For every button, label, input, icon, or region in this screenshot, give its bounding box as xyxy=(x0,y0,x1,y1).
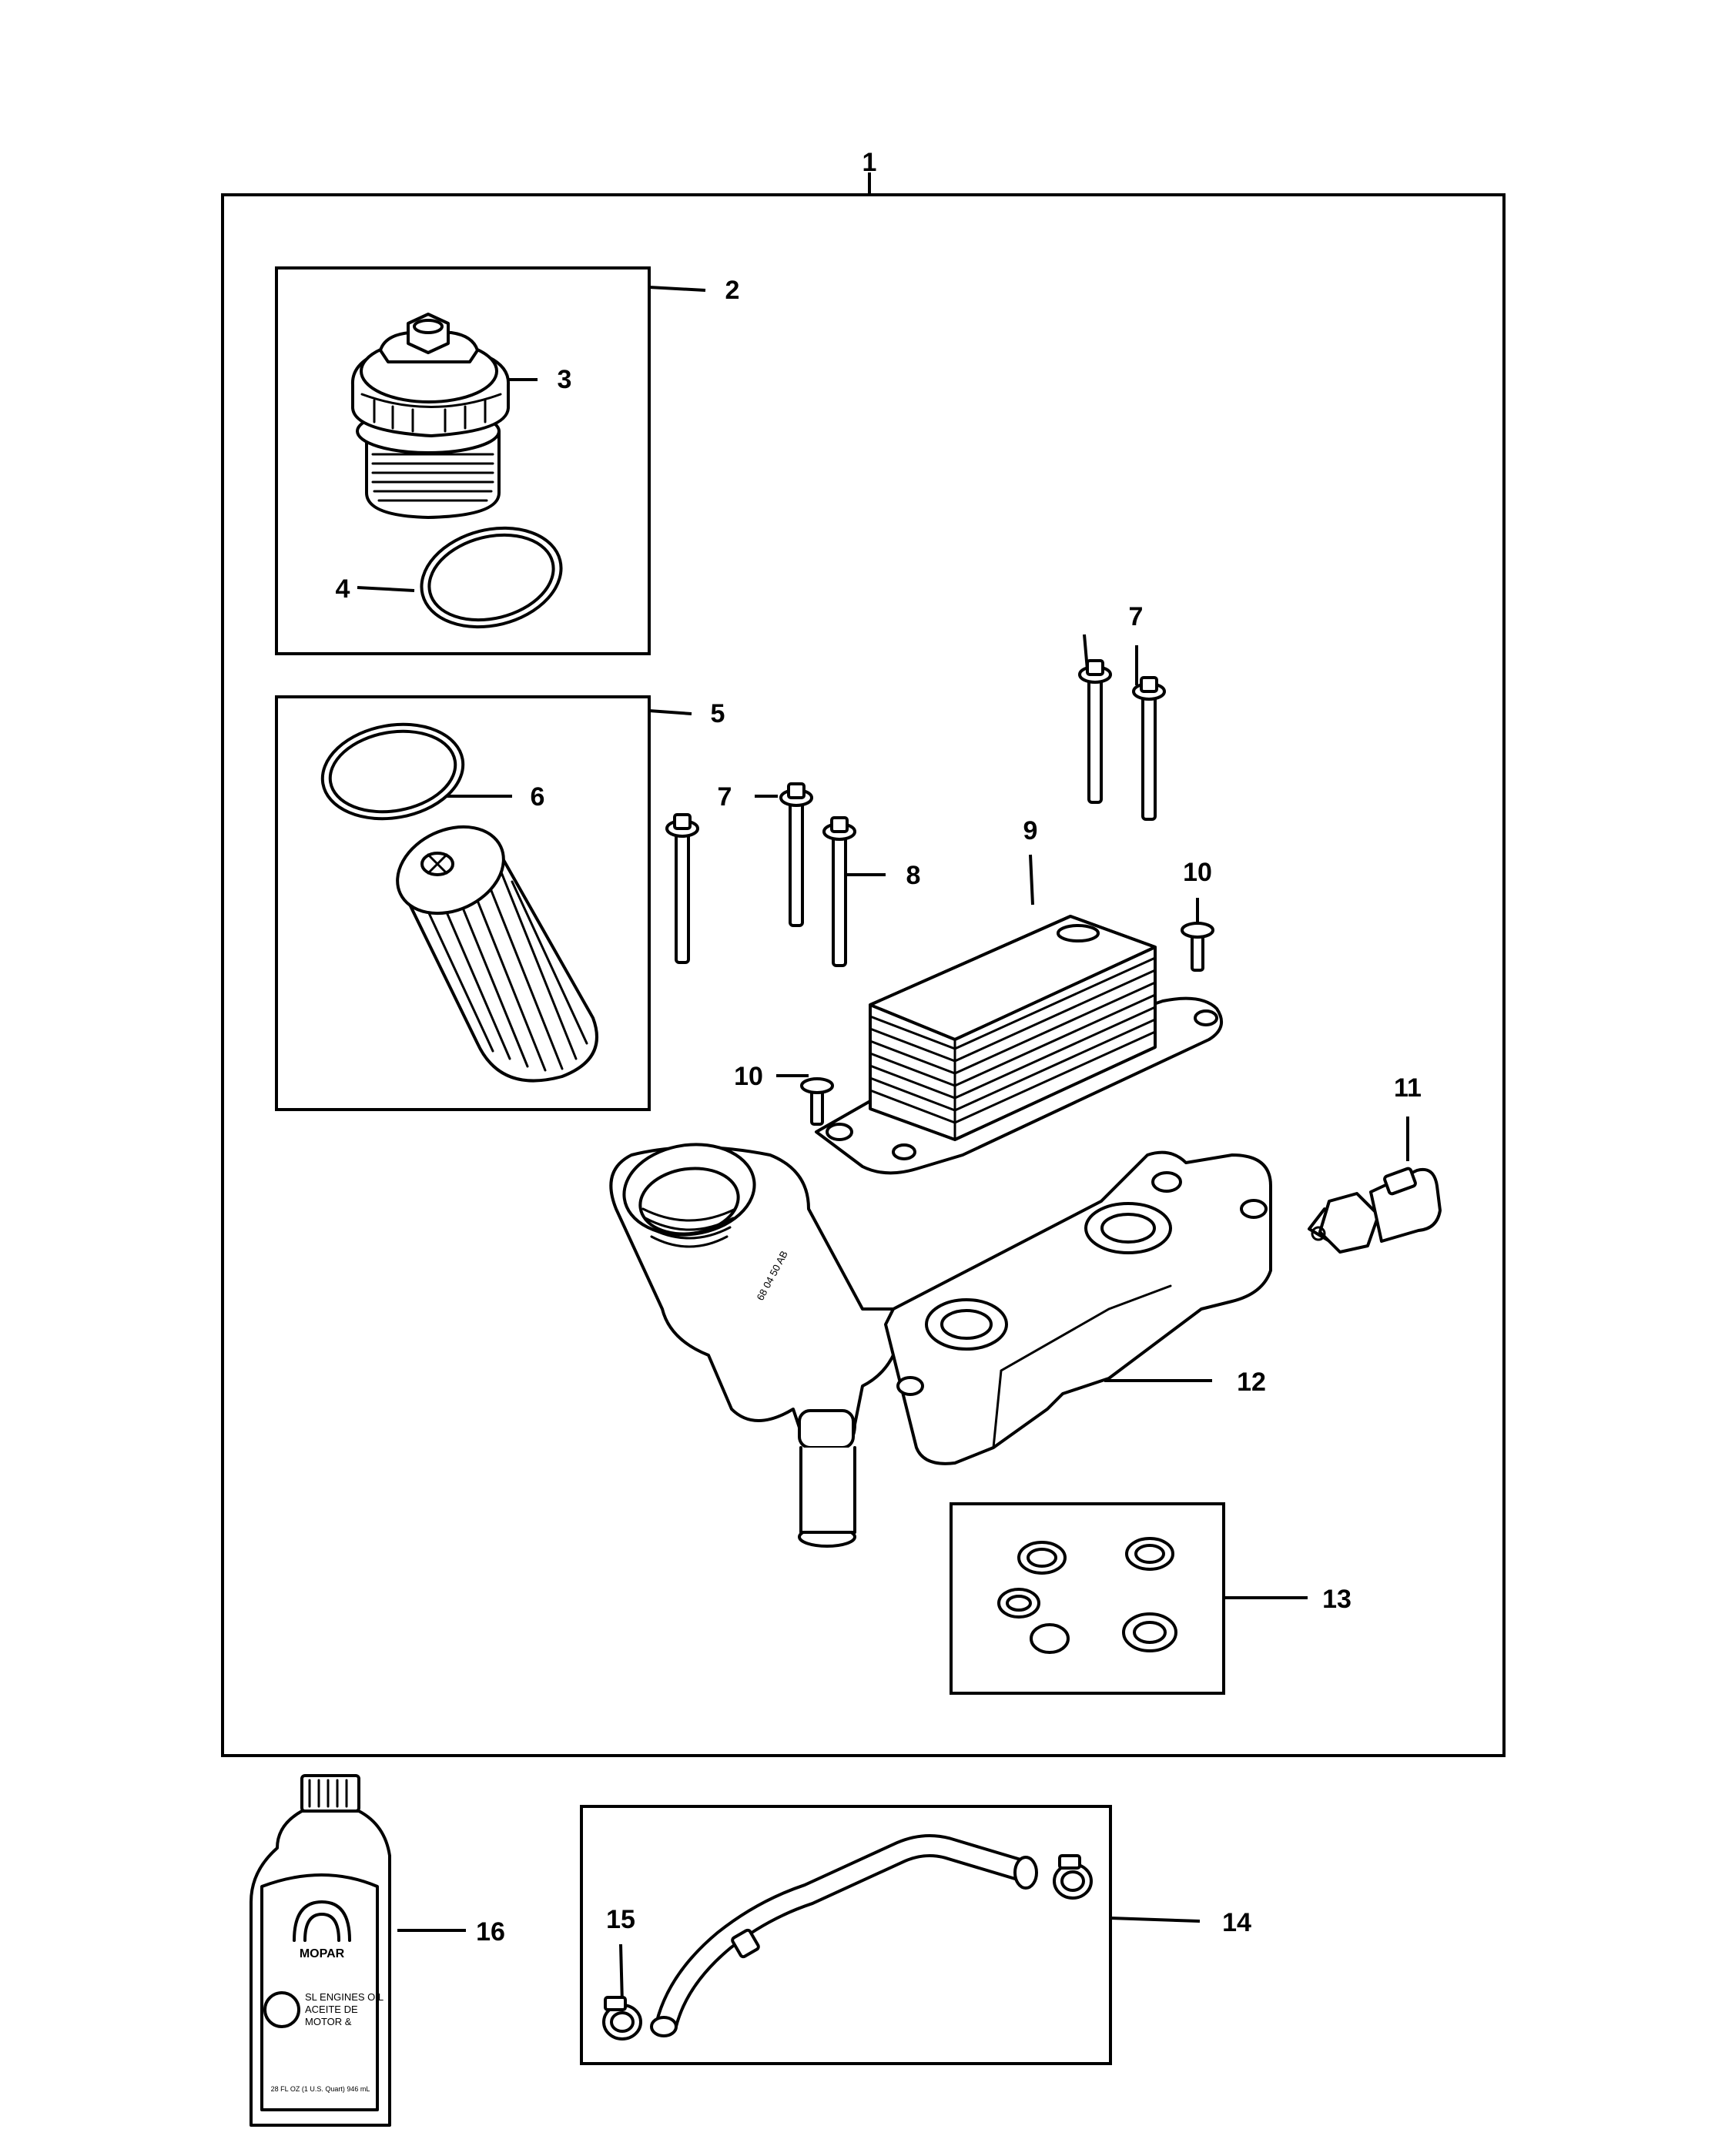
callout-4: 4 xyxy=(336,574,350,604)
screw-10-right xyxy=(1181,922,1214,972)
callout-labels: 1 2 3 4 5 6 7 7 8 9 10 10 11 12 13 14 15… xyxy=(336,148,1422,1947)
filter-housing: 68 04 50 AB xyxy=(609,1143,1272,1548)
bottle-line-1: SL ENGINES OIL xyxy=(305,1991,384,2003)
oil-cooler xyxy=(815,915,1224,1175)
screw-10-left xyxy=(800,1077,834,1126)
callout-11: 11 xyxy=(1394,1073,1422,1103)
seal-kit-frame xyxy=(950,1502,1225,1695)
callout-1: 1 xyxy=(862,148,877,177)
assembly-frame xyxy=(221,193,1506,1757)
oil-pressure-sensor xyxy=(1308,1167,1442,1254)
bolt-a xyxy=(665,813,699,964)
bolt-c xyxy=(822,816,856,967)
bolt-b xyxy=(779,782,813,927)
cap-kit-frame xyxy=(275,266,651,655)
callout-6: 6 xyxy=(531,782,545,812)
filter-kit-frame xyxy=(275,695,651,1111)
bottle-line-2: ACEITE DE xyxy=(305,2004,358,2015)
bolt-e xyxy=(1132,676,1166,821)
callout-14: 14 xyxy=(1222,1908,1251,1937)
cap-o-ring xyxy=(420,526,563,629)
callout-12: 12 xyxy=(1237,1368,1266,1397)
bottle-line-3: MOTOR & xyxy=(305,2016,352,2027)
callout-10-left: 10 xyxy=(734,1062,763,1091)
hose-clamp-right xyxy=(1053,1854,1093,1900)
leader-lines xyxy=(357,172,1409,2004)
callout-15: 15 xyxy=(606,1905,635,1934)
bolt-d xyxy=(1078,659,1112,804)
callout-8: 8 xyxy=(906,861,921,890)
callout-13: 13 xyxy=(1322,1585,1352,1614)
oil-bottle: MOPAR SL ENGINES OIL ACEITE DE MOTOR & 2… xyxy=(250,1774,391,2127)
callout-16: 16 xyxy=(476,1917,505,1947)
callout-9: 9 xyxy=(1023,816,1038,845)
callout-5: 5 xyxy=(711,699,725,728)
bolts xyxy=(665,659,1214,1126)
filter-cap xyxy=(350,313,511,519)
callout-7-mid: 7 xyxy=(718,782,732,812)
callout-7-top: 7 xyxy=(1129,602,1144,631)
bottle-brand: MOPAR xyxy=(300,1947,345,1960)
callout-2: 2 xyxy=(725,276,740,305)
filter-element xyxy=(320,722,598,1083)
hose-kit-frame xyxy=(580,1805,1112,2065)
hose-clamp-left xyxy=(602,1996,642,2040)
bottle-volume: 28 FL OZ (1 U.S. Quart) 946 mL xyxy=(271,2085,370,2093)
coolant-hose xyxy=(602,1833,1093,2040)
callout-10-right: 10 xyxy=(1183,858,1212,887)
seal-kit xyxy=(997,1537,1177,1654)
callout-3: 3 xyxy=(558,365,572,394)
